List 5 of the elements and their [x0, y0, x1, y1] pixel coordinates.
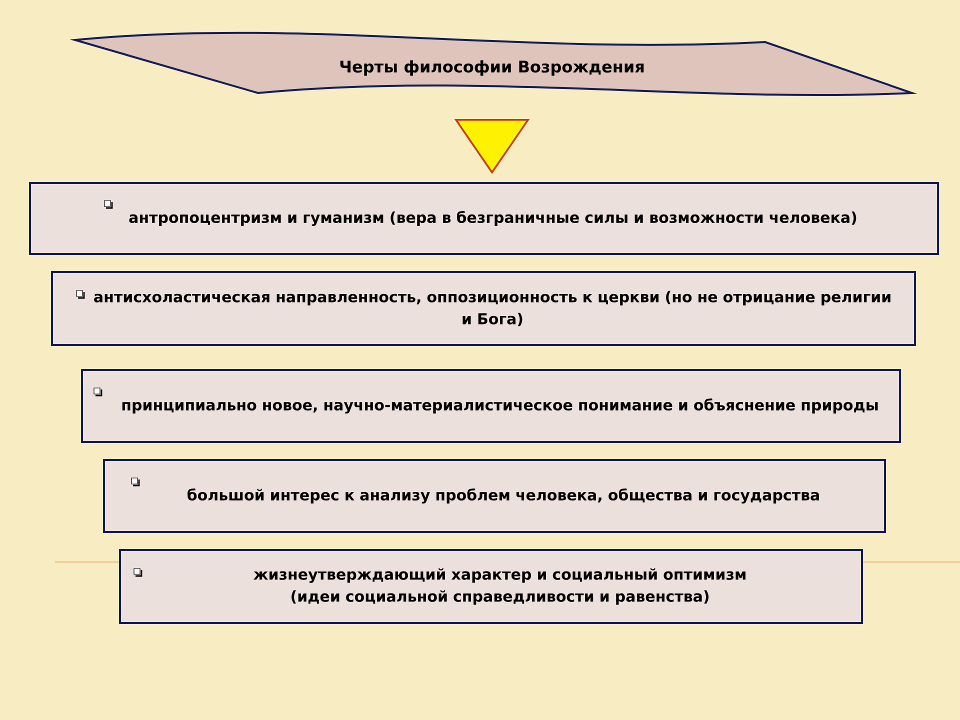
feature-box: антисхоластическая направленность, оппозиционность к церкви (но не отрицание религии и Бога)	[51, 271, 916, 346]
feature-box: принципиально новое, научно-материалистическое понимание и объяснение природы	[81, 369, 902, 443]
feature-box: антропоцентризм и гуманизм (вера в безграничные силы и возможности человека)	[29, 182, 940, 255]
feature-box: большой интерес к анализу проблем человека, общества и государства	[103, 459, 886, 533]
feature-box: жизнеутверждающий характер и социальный оптимизм (идеи социальной справедливости и равенства)	[119, 549, 863, 624]
